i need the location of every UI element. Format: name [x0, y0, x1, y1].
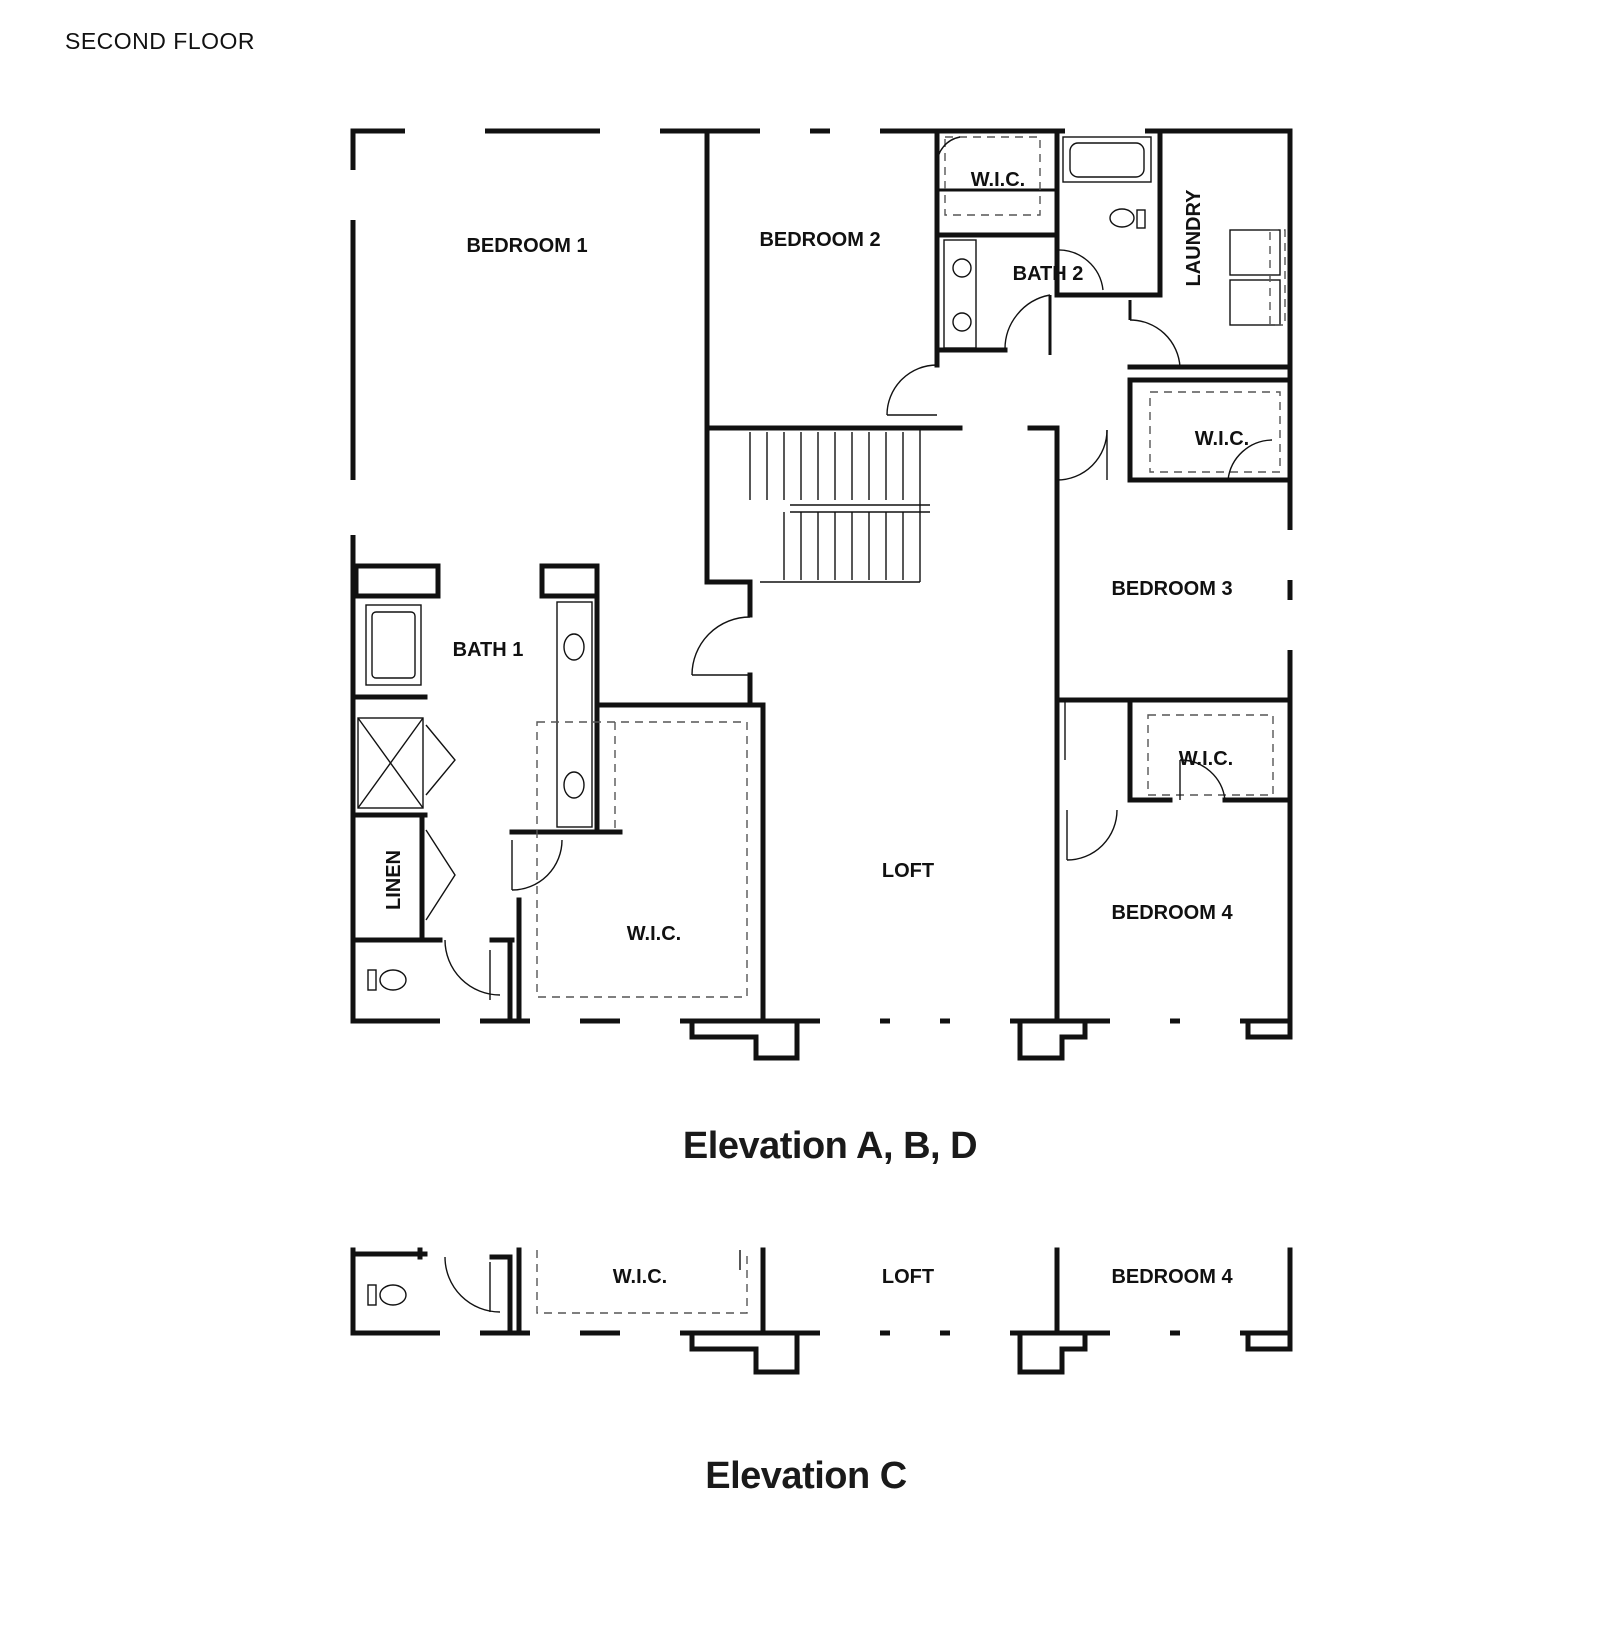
caption-elevation-c: Elevation C [705, 1455, 907, 1497]
label-elev-c-wic: W.I.C. [613, 1266, 667, 1288]
main-plan [349, 127, 1294, 1061]
page-heading: SECOND FLOOR [65, 28, 256, 54]
label-elev-c-bedroom4: BEDROOM 4 [1111, 1266, 1233, 1288]
label-bedroom4: BEDROOM 4 [1111, 902, 1233, 924]
label-wic-bed2: W.I.C. [971, 169, 1025, 191]
label-loft: LOFT [882, 860, 934, 882]
label-elev-c-loft: LOFT [882, 1266, 934, 1288]
label-bedroom1: BEDROOM 1 [466, 235, 587, 257]
caption-elevation-abd: Elevation A, B, D [682, 1125, 978, 1167]
label-bedroom2: BEDROOM 2 [759, 229, 880, 251]
label-linen: LINEN [383, 850, 405, 910]
label-bedroom3: BEDROOM 3 [1111, 578, 1232, 600]
label-wic-master: W.I.C. [627, 923, 681, 945]
label-laundry: LAUNDRY [1183, 189, 1205, 287]
label-wic-bed3: W.I.C. [1195, 428, 1249, 450]
label-wic-bed4: W.I.C. [1179, 748, 1233, 770]
elevation-c-plan [350, 1247, 1293, 1375]
exterior-wall [350, 128, 1293, 1024]
label-bath2: BATH 2 [1013, 263, 1084, 285]
label-bath1: BATH 1 [453, 639, 524, 661]
